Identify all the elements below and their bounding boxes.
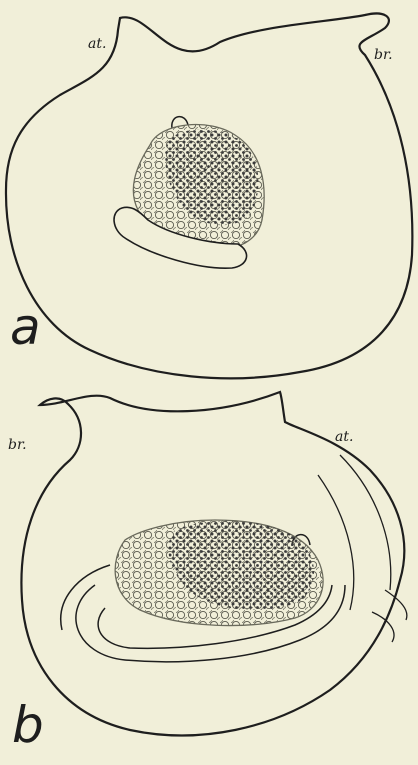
panel-b-tunic-fold-2 bbox=[318, 475, 354, 610]
panel-a bbox=[6, 13, 412, 378]
panel-a-letter: a bbox=[10, 302, 41, 352]
atrial-siphon-label-a: at. bbox=[88, 37, 106, 51]
panel-b-tunic-fold-1 bbox=[340, 455, 391, 590]
atrial-siphon-label-b: at. bbox=[335, 430, 353, 444]
branchial-siphon-label-a: br. bbox=[374, 48, 393, 62]
panel-b-letter: b bbox=[12, 700, 44, 750]
branchial-siphon-label-b: br. bbox=[8, 438, 27, 452]
panel-b-tunic-fold-3 bbox=[372, 590, 407, 642]
